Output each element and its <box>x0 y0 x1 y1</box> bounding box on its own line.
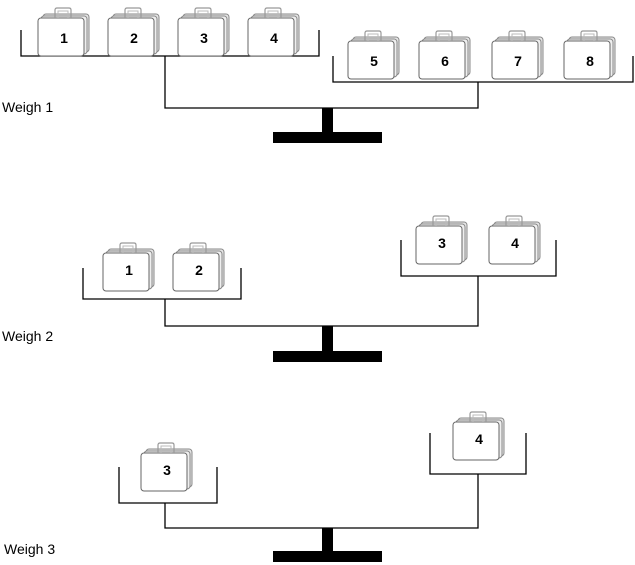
left-pan <box>118 467 218 504</box>
briefcase: 6 <box>418 30 471 80</box>
briefcase: 4 <box>452 411 505 461</box>
briefcase-number: 6 <box>441 53 449 69</box>
balance-scale <box>118 433 527 562</box>
weighing-2: 1 2 3 4 Weigh 2 <box>2 215 557 362</box>
beam <box>164 56 479 109</box>
briefcase: 1 <box>102 242 155 292</box>
briefcase: 4 <box>247 7 300 57</box>
left-pan <box>82 268 242 300</box>
briefcase-number: 1 <box>60 30 68 46</box>
briefcase-number: 1 <box>125 262 133 278</box>
briefcase-number: 3 <box>163 462 171 478</box>
beam <box>164 276 479 327</box>
balance-scale <box>82 240 557 362</box>
briefcase: 3 <box>177 7 230 57</box>
stand-post <box>322 528 333 551</box>
briefcase: 2 <box>107 7 160 57</box>
briefcase-number: 3 <box>438 235 446 251</box>
briefcase: 2 <box>172 242 225 292</box>
stand-base <box>273 132 382 143</box>
briefcase: 3 <box>415 215 468 265</box>
stand-post <box>322 108 333 132</box>
briefcase: 5 <box>347 30 400 80</box>
briefcase: 3 <box>140 442 193 492</box>
briefcase-number: 4 <box>270 30 278 46</box>
briefcase: 8 <box>563 30 616 80</box>
weighing-label: Weigh 1 <box>2 99 53 115</box>
briefcase-number: 5 <box>370 53 378 69</box>
right-pan <box>332 56 634 83</box>
briefcase: 7 <box>491 30 544 80</box>
briefcase-number: 4 <box>475 431 483 447</box>
weighing-label: Weigh 3 <box>4 541 55 557</box>
weighing-1: 1 2 3 4 5 6 7 8 Weigh 1 <box>2 7 634 143</box>
beam <box>164 474 479 529</box>
weighing-label: Weigh 2 <box>2 328 53 344</box>
briefcase-number: 4 <box>511 235 519 251</box>
balance-scale <box>20 30 634 143</box>
briefcase-number: 2 <box>130 30 138 46</box>
briefcase-number: 8 <box>586 53 594 69</box>
briefcase: 1 <box>37 7 90 57</box>
stand-base <box>273 551 382 562</box>
weighing-3: 3 4 Weigh 3 <box>4 411 527 562</box>
stand-base <box>273 351 382 362</box>
left-pan <box>20 30 320 57</box>
briefcase-number: 3 <box>200 30 208 46</box>
briefcase-number: 2 <box>195 262 203 278</box>
briefcase: 4 <box>488 215 541 265</box>
briefcase-number: 7 <box>514 53 522 69</box>
stand-post <box>322 326 333 351</box>
